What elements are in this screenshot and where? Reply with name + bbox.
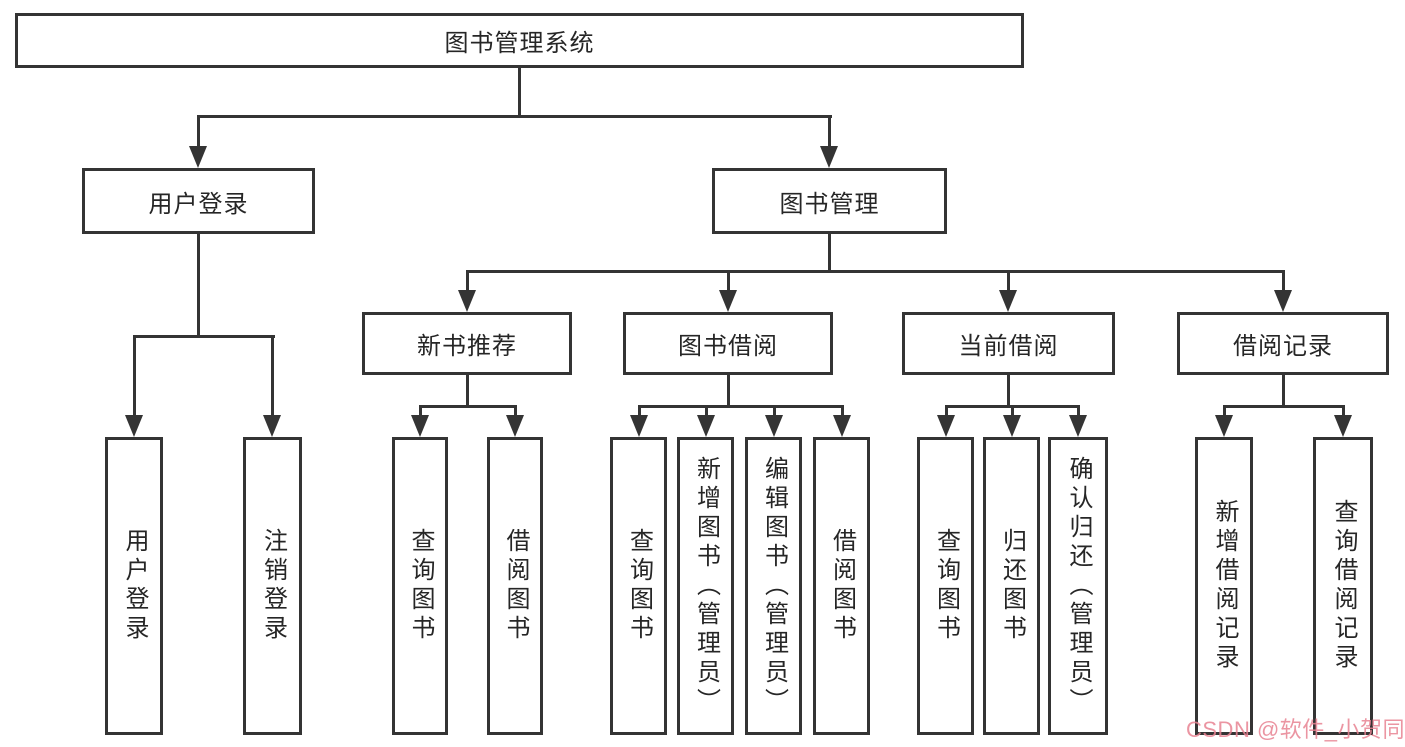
- connector-line-nb-borrow: [514, 405, 517, 419]
- leaf-cb-return-books: 归还图书: [983, 437, 1040, 735]
- node-current-borrow: 当前借阅: [902, 312, 1115, 375]
- leaf-user-login: 用户登录: [105, 437, 163, 735]
- leaf-label: 查询图书: [625, 528, 653, 644]
- leaf-label: 查询图书: [407, 528, 434, 644]
- arrow-to-current-borrow: [999, 290, 1017, 312]
- connector-new-book-bar: [420, 405, 516, 408]
- node-label: 当前借阅: [958, 333, 1059, 360]
- arrow-cb-confirm: [1069, 415, 1087, 437]
- arrow-to-book-borrow: [719, 290, 737, 312]
- arrow-to-user-login: [189, 146, 207, 168]
- connector-book-management-bar: [467, 270, 1285, 273]
- connector-book-management-stem: [828, 234, 831, 273]
- connector-new-book-stem: [466, 375, 469, 408]
- connector-root-bar: [198, 115, 832, 118]
- node-label: 借阅记录: [1233, 333, 1333, 360]
- leaf-label: 新增借阅记录: [1211, 499, 1238, 673]
- leaf-label: 注销登录: [259, 528, 287, 644]
- leaf-label: 编辑图书（管理员）: [760, 455, 788, 717]
- leaf-cb-confirm-return-admin: 确认归还（管理员）: [1048, 437, 1108, 735]
- node-borrow-records: 借阅记录: [1177, 312, 1389, 375]
- connector-line-bb-add: [705, 405, 708, 419]
- connector-root-stem: [518, 68, 521, 118]
- leaf-label: 确认归还（管理员）: [1065, 455, 1092, 717]
- connector-user-login-stem: [197, 234, 200, 338]
- connector-book-borrow-bar: [639, 405, 843, 408]
- connector-line-br-query: [1342, 405, 1345, 419]
- node-book-borrow: 图书借阅: [623, 312, 833, 375]
- arrow-to-leaf-logout: [263, 415, 281, 437]
- leaf-cb-query-books: 查询图书: [917, 437, 974, 735]
- leaf-bb-query-books: 查询图书: [610, 437, 667, 735]
- leaf-br-add-record: 新增借阅记录: [1195, 437, 1253, 735]
- leaf-br-query-record: 查询借阅记录: [1313, 437, 1373, 735]
- connector-line-br-add: [1223, 405, 1226, 419]
- leaf-bb-borrow-books: 借阅图书: [813, 437, 870, 735]
- node-book-management: 图书管理: [712, 168, 947, 234]
- arrow-br-add: [1215, 415, 1233, 437]
- connector-book-borrow-stem: [727, 375, 730, 408]
- arrow-cb-return: [1003, 415, 1021, 437]
- connector-borrow-records-bar: [1224, 405, 1344, 408]
- connector-line-to-book-borrow: [727, 270, 730, 294]
- arrow-to-book-management: [820, 146, 838, 168]
- arrow-nb-query: [411, 415, 429, 437]
- arrow-bb-borrow: [833, 415, 851, 437]
- leaf-bb-edit-books-admin: 编辑图书（管理员）: [745, 437, 802, 735]
- node-label: 新书推荐: [417, 333, 517, 360]
- leaf-label: 用户登录: [121, 528, 148, 644]
- leaf-label: 归还图书: [998, 528, 1026, 644]
- node-user-login: 用户登录: [82, 168, 315, 234]
- arrow-to-new-book: [458, 290, 476, 312]
- node-new-book-recommend: 新书推荐: [362, 312, 572, 375]
- connector-line-to-current-borrow: [1007, 270, 1010, 294]
- connector-line-cb-return: [1011, 405, 1014, 419]
- node-library-management-system: 图书管理系统: [15, 13, 1024, 68]
- connector-line-bb-borrow: [841, 405, 844, 419]
- node-label: 图书管理: [779, 190, 880, 218]
- node-label: 图书管理系统: [444, 30, 595, 57]
- connector-line-bb-query: [638, 405, 641, 419]
- connector-line-to-new-book: [466, 270, 469, 294]
- leaf-label: 查询图书: [932, 528, 960, 644]
- node-label: 图书借阅: [678, 333, 778, 360]
- arrow-bb-query: [630, 415, 648, 437]
- connector-current-borrow-stem: [1007, 375, 1010, 408]
- connector-line-to-book-management: [828, 115, 831, 148]
- leaf-bb-add-books-admin: 新增图书（管理员）: [677, 437, 734, 735]
- leaf-nb-query-books: 查询图书: [392, 437, 448, 735]
- leaf-label: 借阅图书: [828, 528, 856, 644]
- arrow-bb-edit: [765, 415, 783, 437]
- arrow-to-leaf-user-login: [125, 415, 143, 437]
- csdn-watermark: CSDN @软件_小贺同学: [1186, 717, 1405, 742]
- connector-line-bb-edit: [773, 405, 776, 419]
- connector-borrow-records-stem: [1282, 375, 1285, 408]
- connector-line-to-user-login: [197, 115, 200, 148]
- arrow-bb-add: [697, 415, 715, 437]
- node-label: 用户登录: [148, 190, 249, 218]
- connector-line-cb-query: [945, 405, 948, 419]
- leaf-nb-borrow-books: 借阅图书: [487, 437, 543, 735]
- connector-user-login-bar: [134, 335, 275, 338]
- leaf-logout: 注销登录: [243, 437, 302, 735]
- connector-line-to-borrow-records: [1282, 270, 1285, 294]
- connector-line-to-leaf-logout: [271, 335, 274, 417]
- arrow-to-borrow-records: [1274, 290, 1292, 312]
- leaf-label: 查询借阅记录: [1330, 499, 1357, 673]
- arrow-nb-borrow: [506, 415, 524, 437]
- connector-line-cb-confirm: [1077, 405, 1080, 419]
- arrow-cb-query: [937, 415, 955, 437]
- connector-line-to-leaf-user-login: [133, 335, 136, 417]
- leaf-label: 借阅图书: [502, 528, 529, 644]
- connector-line-nb-query: [419, 405, 422, 419]
- arrow-br-query: [1334, 415, 1352, 437]
- leaf-label: 新增图书（管理员）: [692, 455, 720, 717]
